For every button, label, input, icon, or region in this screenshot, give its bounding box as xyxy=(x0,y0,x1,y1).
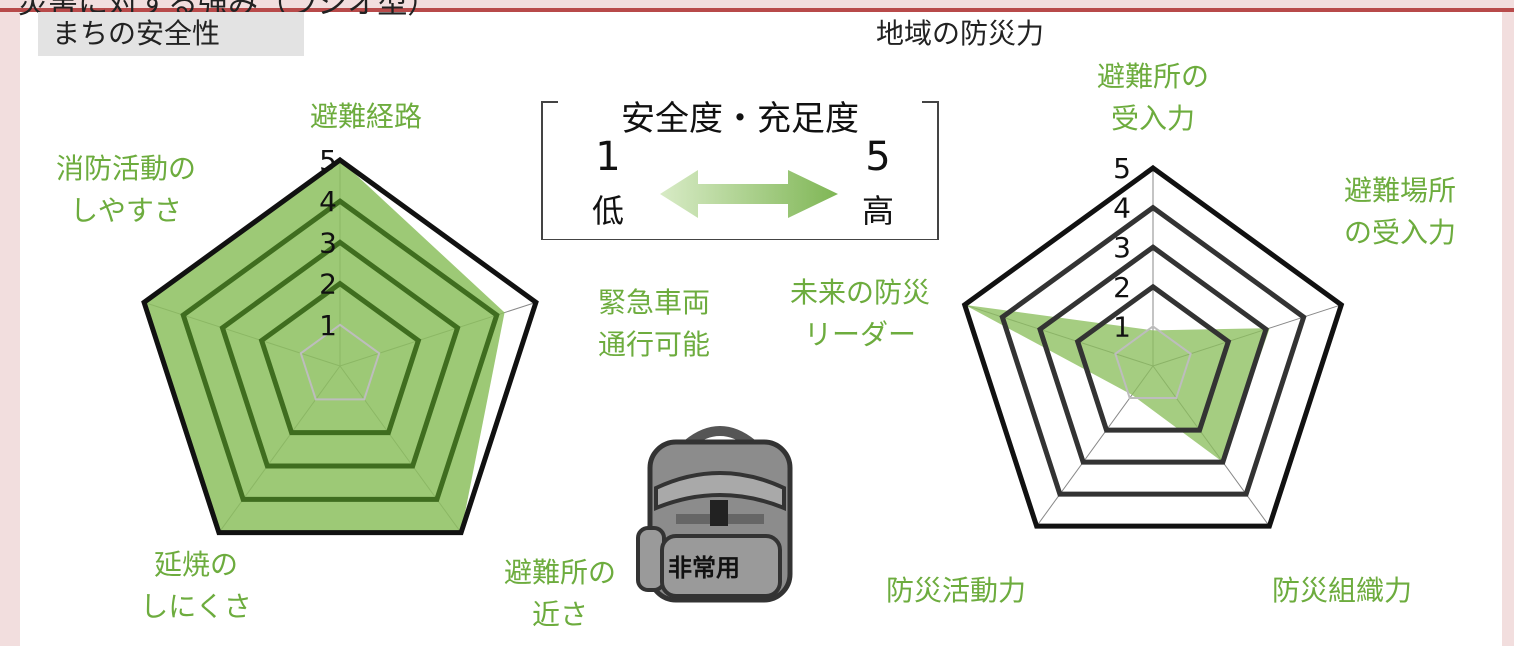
radar-axis-label: 避難経路 xyxy=(310,100,422,133)
radar-axis-label-line: 避難経路 xyxy=(310,100,422,133)
radar-grid-ring xyxy=(141,156,539,536)
radar-tick-label: 3 xyxy=(1113,231,1131,264)
legend-high-word: 高 xyxy=(862,192,894,230)
radar-axis-label: 避難所の受入力 xyxy=(1097,60,1209,135)
radar-grid-ring xyxy=(1074,283,1232,433)
legend-low-value: 1 xyxy=(595,134,620,180)
radar-grid-ring xyxy=(1037,244,1269,465)
radar-axis-label: 避難場所の受入力 xyxy=(1344,174,1456,249)
radar-grid-ring xyxy=(999,204,1307,497)
backpack-front-pocket xyxy=(660,534,782,598)
chart-title-bousai: 地域の防災力 xyxy=(876,17,1045,50)
legend: 安全度・充足度 1 5 低 高 xyxy=(538,98,942,241)
radar-axis-label: 未来の防災リーダー xyxy=(790,276,930,351)
header-rule xyxy=(0,8,1514,12)
radar-axis-label-line: 防災活動力 xyxy=(886,574,1026,607)
backpack-buckle xyxy=(710,500,728,526)
radar-axis-label-line: 防災組織力 xyxy=(1272,574,1412,607)
radar-axis-label-line: しやすさ xyxy=(70,194,182,227)
emergency-backpack: 非常用 xyxy=(630,418,810,608)
radar-grid-ring xyxy=(258,280,422,436)
radar-tick-label: 1 xyxy=(319,309,337,342)
radar-axis-label-line: 近さ xyxy=(532,598,588,631)
radar-tick-label: 3 xyxy=(319,226,337,259)
backpack-text: 非常用 xyxy=(668,554,740,582)
radar-tick-label: 5 xyxy=(319,144,337,177)
radar-axis-label-line: 緊急車両 xyxy=(598,286,710,319)
radar-grid-ring xyxy=(1114,325,1192,400)
radar-axis-label-line: の受入力 xyxy=(1344,216,1456,249)
radar-grid-ring xyxy=(299,323,381,401)
radar-axis-label: 防災活動力 xyxy=(886,574,1026,607)
radar-tick-label: 4 xyxy=(1113,192,1131,225)
radar-grid-ring xyxy=(180,198,500,502)
radar-axis-label-line: 避難場所 xyxy=(1344,174,1456,207)
radar-axis-label-line: 未来の防災 xyxy=(790,276,930,309)
radar-tick-label: 2 xyxy=(1113,271,1131,304)
radar-axis-label-line: 受入力 xyxy=(1111,102,1195,135)
radar-tick-label: 4 xyxy=(319,185,337,218)
radar-axis-label: 緊急車両通行可能 xyxy=(598,286,710,361)
radar-axis-label: 消防活動のしやすさ xyxy=(56,152,196,227)
radar-axis-label-line: しにくさ xyxy=(140,590,251,623)
radar-tick-label: 5 xyxy=(1113,152,1131,185)
radar-axis-label-line: リーダー xyxy=(804,318,916,351)
legend-high-value: 5 xyxy=(865,134,890,180)
radar-axis-label-line: 避難所の xyxy=(504,556,616,589)
radar-grid-ring xyxy=(961,164,1345,529)
backpack-flap xyxy=(654,471,786,511)
radar-axis-label-line: 消防活動の xyxy=(56,152,196,185)
radar-axis-label: 防災組織力 xyxy=(1272,574,1412,607)
radar-axis-label: 避難所の近さ xyxy=(504,556,616,631)
radar-series-area xyxy=(964,304,1270,463)
radar-tick-label: 1 xyxy=(1113,310,1131,343)
radar-axis-label: 延焼のしにくさ xyxy=(140,548,251,623)
legend-svg: 安全度・充足度 1 5 低 高 xyxy=(541,99,939,241)
double-arrow-icon xyxy=(660,170,838,218)
legend-low-word: 低 xyxy=(592,192,624,230)
radar-tick-label: 2 xyxy=(319,268,337,301)
radar-axis-label-line: 延焼の xyxy=(154,548,238,581)
radar-axis-label-line: 通行可能 xyxy=(598,328,710,361)
chart-title-safety: まちの安全性 xyxy=(38,12,304,56)
legend-title: 安全度・充足度 xyxy=(621,99,859,139)
radar-axis-label-line: 避難所の xyxy=(1097,60,1209,93)
radar-grid-ring xyxy=(219,239,461,469)
